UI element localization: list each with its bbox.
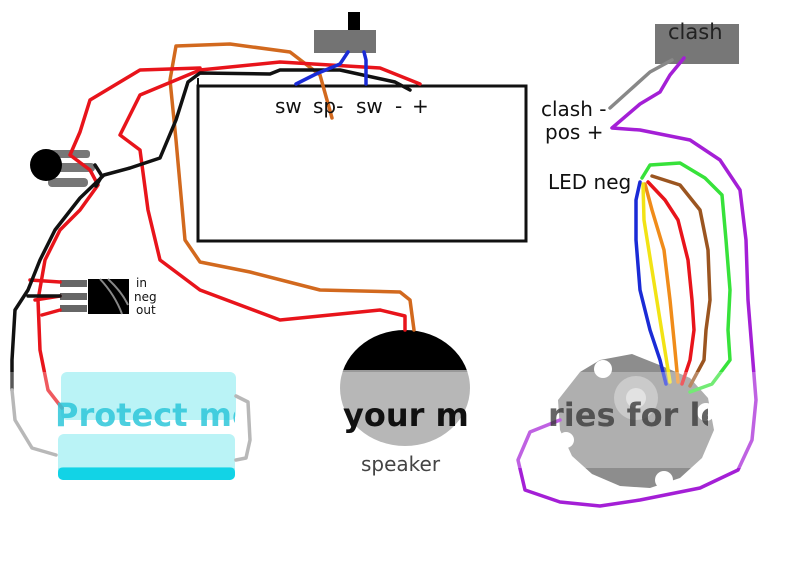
board-pin-neg: - <box>395 94 403 118</box>
sound-board <box>196 84 528 243</box>
watermark-fragment-2: your mo <box>343 396 467 434</box>
wire-gray-battery-link <box>234 394 252 462</box>
switch-body <box>314 30 376 53</box>
button-cap <box>30 149 62 181</box>
wire-led-green <box>640 161 732 394</box>
port-arc <box>99 278 123 315</box>
pos-pos-label: pos + <box>545 120 604 144</box>
watermark-fragment-3: ries for les <box>548 396 708 434</box>
board-pin-sw-2: sw <box>356 94 383 118</box>
battery-top <box>61 372 236 420</box>
led-neg-label: LED neg <box>548 170 632 194</box>
clash-sensor-body <box>655 24 739 64</box>
port-pin-out <box>60 305 87 312</box>
port-pin-in <box>60 280 87 287</box>
wire-red-main <box>36 66 202 410</box>
port-label-out: out <box>136 303 156 317</box>
wire-purple <box>516 56 758 508</box>
wire-red-speaker <box>118 60 422 332</box>
port-label-neg: neg <box>134 290 157 304</box>
wire-orange-speaker <box>168 42 416 332</box>
wire-blue-switch <box>294 50 350 86</box>
port-pin-neg <box>60 293 87 300</box>
board-pin-sw-1: sw <box>275 94 302 118</box>
wire-black-button <box>93 163 104 188</box>
clash-sensor-label: clash <box>668 20 723 44</box>
wire-led-brown <box>650 174 712 388</box>
led-star <box>558 354 714 488</box>
wire-black-main <box>10 68 412 392</box>
wire-led-blue <box>634 180 668 386</box>
switch-actuator <box>348 12 360 30</box>
wire-led-red <box>646 180 696 386</box>
port-arc <box>107 278 129 306</box>
wire-gray-clash <box>608 58 674 110</box>
button-pin-bottom <box>48 178 88 187</box>
board-pin-sp-neg: sp- <box>313 94 344 118</box>
watermark-band <box>0 372 794 468</box>
watermark-fragment-1: Protect mo <box>55 396 235 434</box>
board-pin-pos: + <box>412 94 429 118</box>
wire-led-yellow <box>641 182 672 384</box>
speaker-label: speaker <box>361 452 441 476</box>
wire-blue-switch-2 <box>362 50 368 86</box>
port-label-in: in <box>136 276 147 290</box>
battery-bottom-band <box>58 467 235 480</box>
clash-neg-label: clash - <box>541 97 607 121</box>
wire-gray-battery <box>10 388 58 457</box>
wire-led-orange <box>643 182 680 384</box>
